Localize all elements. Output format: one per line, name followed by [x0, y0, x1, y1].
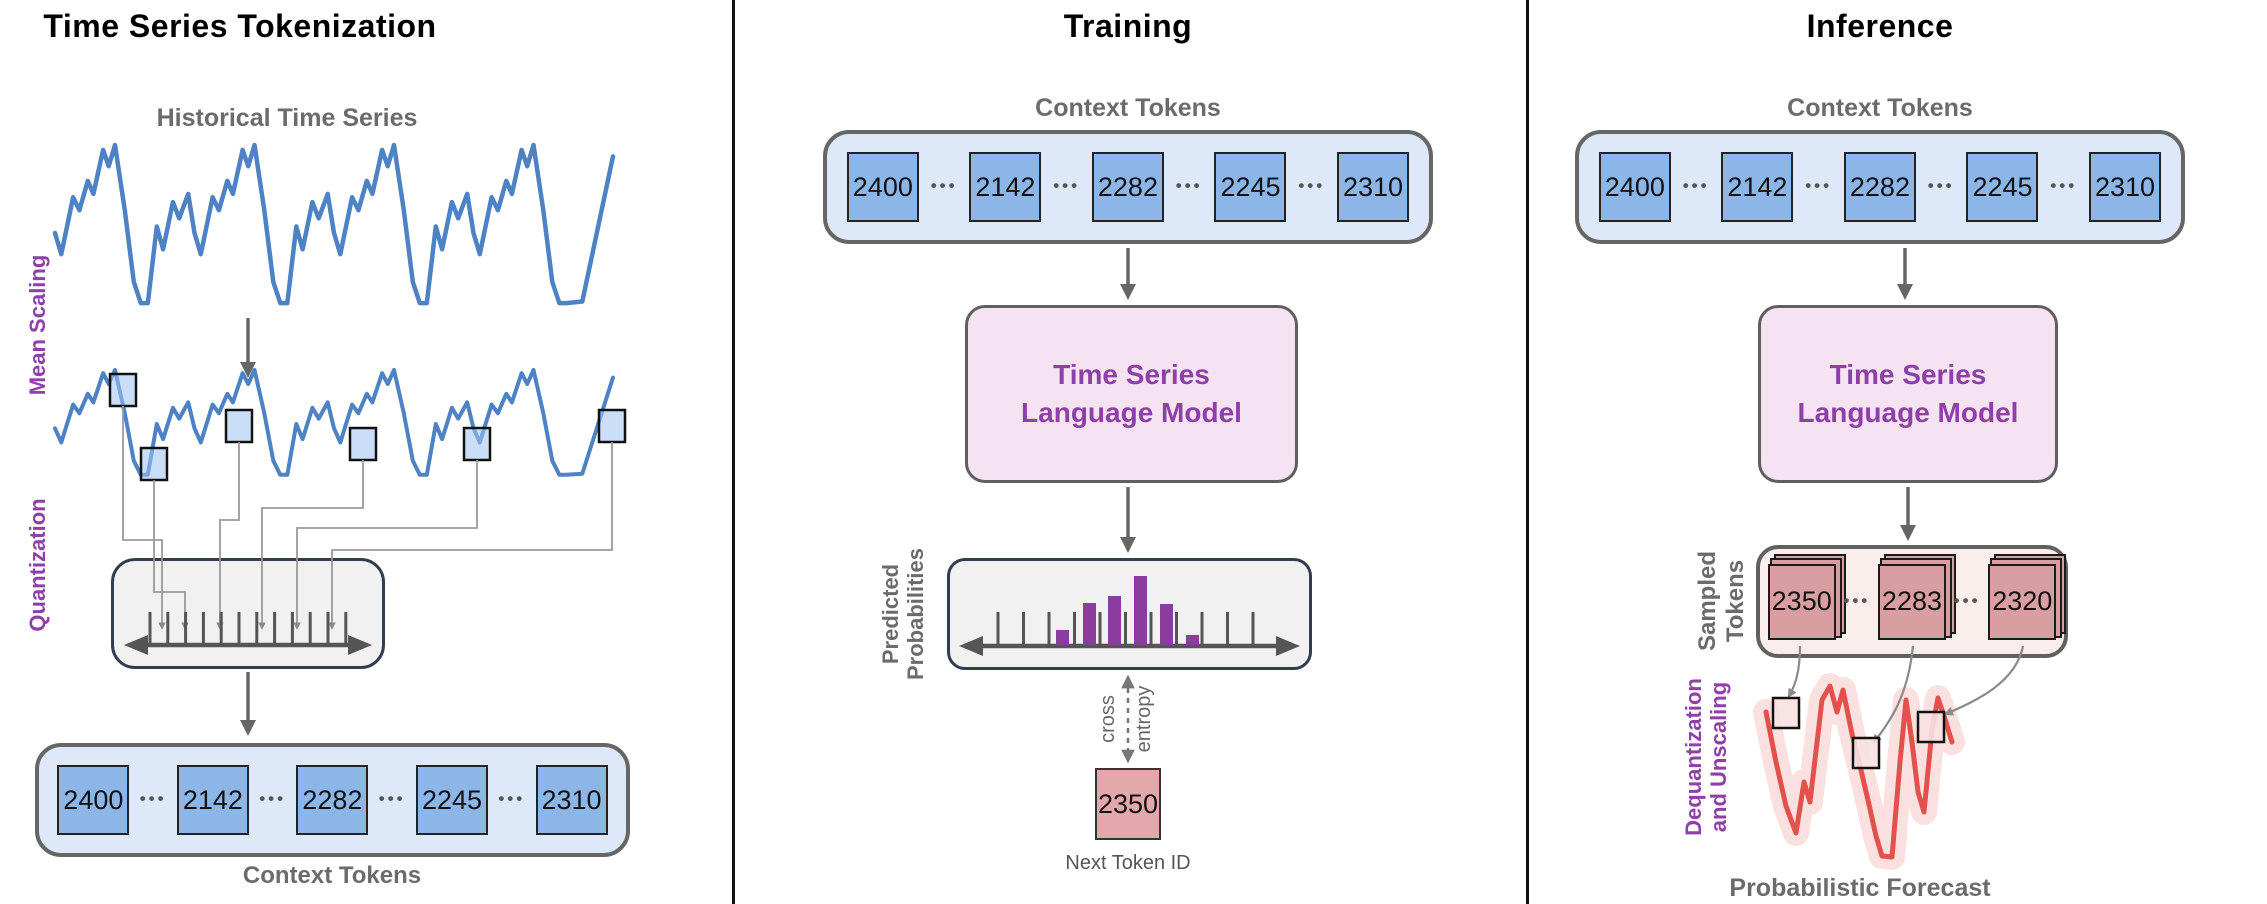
- cross-entropy-label-line2: entropy: [1132, 685, 1155, 753]
- forecast-token-markers: [1771, 696, 1946, 770]
- cross-entropy-label-line1: cross: [1096, 695, 1119, 743]
- token-marker: [597, 408, 627, 444]
- ellipsis: •••: [378, 789, 406, 808]
- context-token: 2400: [1598, 152, 1671, 222]
- sampled-token-card: 2350: [1767, 563, 1836, 640]
- context-token: 2310: [535, 765, 608, 835]
- token-marker: [1916, 710, 1946, 744]
- token-marker: [139, 446, 169, 482]
- ellipsis: •••: [1175, 176, 1203, 195]
- inference-context-tokens-label: Context Tokens: [1787, 94, 1973, 122]
- next-token-id-caption: Next Token ID: [1065, 852, 1191, 874]
- context-token: 2142: [176, 765, 249, 835]
- ellipsis: •••: [1843, 590, 1871, 610]
- panel-separator: [1526, 0, 1529, 904]
- scaled-series-token-markers: [108, 372, 627, 482]
- ellipsis: •••: [1953, 590, 1981, 610]
- ellipsis: •••: [930, 176, 958, 195]
- training-title: Training: [1063, 8, 1193, 44]
- sampled-token-card: 2283: [1877, 563, 1946, 640]
- context-token: 2310: [2089, 152, 2162, 222]
- ellipsis: •••: [1053, 176, 1081, 195]
- historical-series-label: Historical Time Series: [156, 104, 418, 132]
- context-token: 2400: [846, 152, 919, 222]
- dequantization-label: Dequantization and Unscaling: [1680, 678, 1731, 836]
- connector-curve: [1872, 645, 1915, 744]
- ellipsis: •••: [498, 789, 526, 808]
- dequantization-connectors: [1787, 645, 2025, 744]
- context-token: 2142: [969, 152, 1042, 222]
- token-marker: [108, 372, 138, 408]
- historical-series-line: [52, 142, 616, 306]
- context-token: 2245: [1214, 152, 1287, 222]
- probabilistic-forecast-line: [1763, 683, 1955, 860]
- tokenization-title: Time Series Tokenization: [43, 8, 437, 44]
- training-context-tokens-label: Context Tokens: [1035, 94, 1221, 122]
- sampled-tokens-container: 2350 ••• 2283 ••• 2320: [1756, 545, 2068, 658]
- context-token: 2142: [1721, 152, 1794, 222]
- ellipsis: •••: [1805, 176, 1833, 195]
- context-token: 2282: [296, 765, 369, 835]
- context-tokens-container: 2400 ••• 2142 ••• 2282 ••• 2245 ••• 2310: [823, 130, 1433, 244]
- ellipsis: •••: [259, 789, 287, 808]
- probabilistic-forecast-caption: Probabilistic Forecast: [1729, 874, 1991, 902]
- next-token-id-box: 2350: [1095, 768, 1161, 840]
- token-marker: [1851, 736, 1881, 770]
- token-marker: [462, 426, 492, 462]
- ellipsis: •••: [1298, 176, 1326, 195]
- context-token: 2245: [415, 765, 488, 835]
- ellipsis: •••: [1682, 176, 1710, 195]
- context-token: 2245: [1966, 152, 2039, 222]
- ellipsis: •••: [2050, 176, 2078, 195]
- ellipsis: •••: [139, 789, 167, 808]
- sampled-token-card: 2320: [1988, 563, 2057, 640]
- ellipsis: •••: [1927, 176, 1955, 195]
- context-tokens-container: 2400 ••• 2142 ••• 2282 ••• 2245 ••• 2310: [35, 743, 630, 857]
- inference-title: Inference: [1806, 8, 1954, 44]
- token-marker: [1771, 696, 1801, 730]
- scaled-series-line: [53, 368, 615, 477]
- time-series-language-model-box: Time Series Language Model: [1758, 305, 2058, 483]
- context-token: 2282: [1843, 152, 1916, 222]
- token-marker: [348, 426, 378, 462]
- token-marker: [224, 408, 254, 444]
- predicted-probabilities-label: Predicted Probabilities: [877, 547, 928, 681]
- quantization-bins-box: [111, 558, 385, 669]
- context-token: 2310: [1337, 152, 1410, 222]
- mean-scaling-label: Mean Scaling: [25, 254, 51, 396]
- panel-separator: [732, 0, 735, 904]
- context-token: 2400: [57, 765, 130, 835]
- context-token: 2282: [1091, 152, 1164, 222]
- forecast-uncertainty-band: [1753, 673, 1965, 870]
- time-series-language-model-box: Time Series Language Model: [965, 305, 1298, 483]
- context-tokens-caption: Context Tokens: [242, 862, 422, 889]
- context-tokens-container: 2400 ••• 2142 ••• 2282 ••• 2245 ••• 2310: [1575, 130, 2185, 244]
- predicted-probabilities-box: [947, 558, 1312, 670]
- quantization-label: Quantization: [25, 498, 51, 632]
